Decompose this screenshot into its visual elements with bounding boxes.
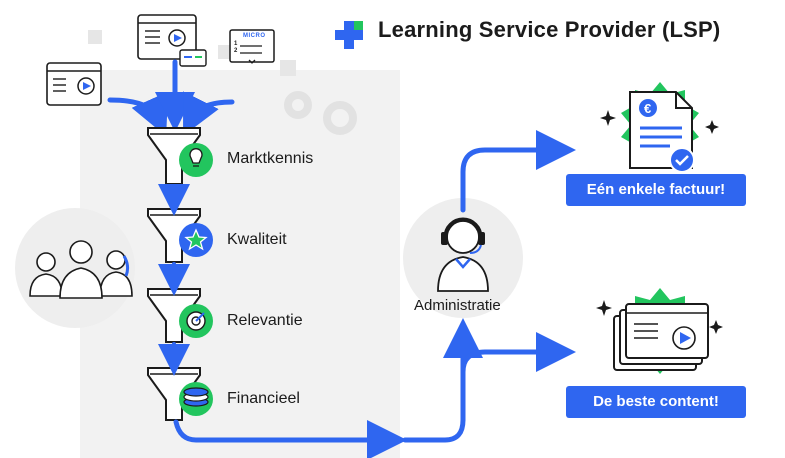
coins-icon bbox=[179, 382, 213, 416]
funnel-step-label: Financieel bbox=[227, 390, 300, 408]
micro-card-item: 2 bbox=[234, 48, 237, 54]
funnel-step-label: Marktkennis bbox=[227, 150, 313, 168]
micro-card-item: 1 bbox=[234, 41, 237, 47]
lightbulb-icon bbox=[179, 143, 213, 177]
micro-card-label: MICRO bbox=[243, 33, 266, 39]
lsp-logo bbox=[335, 21, 363, 49]
video-content-icon bbox=[596, 288, 723, 374]
outcome-banner-content: De beste content! bbox=[566, 386, 746, 418]
star-icon bbox=[179, 223, 213, 257]
target-icon bbox=[179, 304, 213, 338]
invoice-euro-icon: € bbox=[600, 82, 719, 172]
video-card-icon bbox=[138, 15, 206, 66]
svg-text:€: € bbox=[644, 101, 651, 116]
video-card-icon bbox=[47, 63, 101, 105]
outcome-banner-invoice: Eén enkele factuur! bbox=[566, 174, 746, 206]
page-title: Learning Service Provider (LSP) bbox=[378, 17, 720, 43]
funnel-step-label: Kwaliteit bbox=[227, 231, 287, 249]
funnel-step-label: Relevantie bbox=[227, 312, 303, 330]
administration-label: Administratie bbox=[414, 297, 501, 314]
